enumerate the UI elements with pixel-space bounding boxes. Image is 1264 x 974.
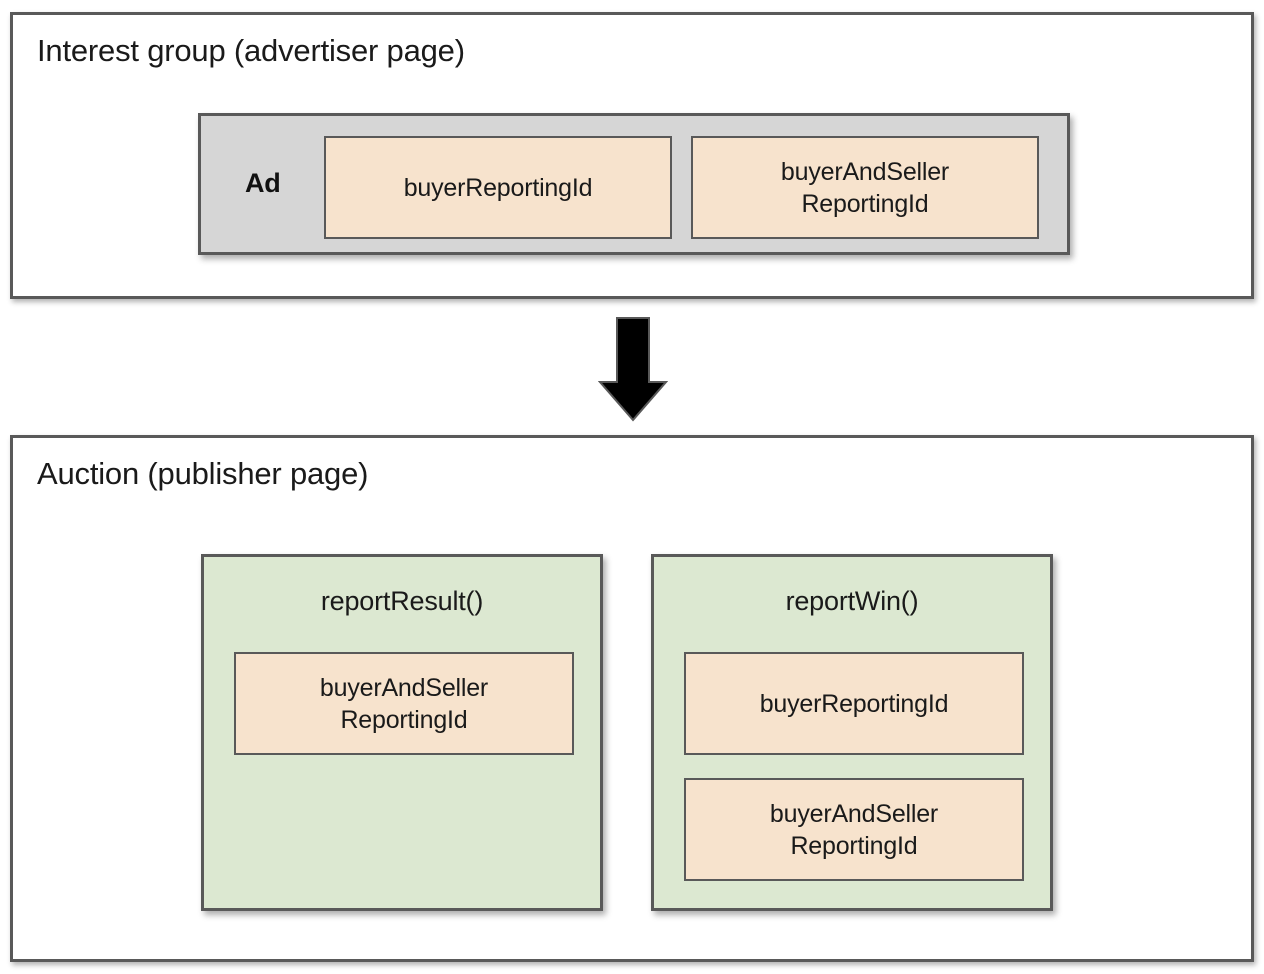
reporting-id-buyer-reporting-id: buyerReportingId	[684, 652, 1024, 755]
section-auction: Auction (publisher page)	[10, 435, 1254, 962]
reporting-id-buyer-reporting-id: buyerReportingId	[324, 136, 672, 239]
function-box-report-win: reportWin() buyerReportingId buyerAndSel…	[651, 554, 1053, 911]
function-name-report-result: reportResult()	[320, 586, 484, 616]
reporting-id-buyer-and-seller-reporting-id: buyerAndSeller ReportingId	[684, 778, 1024, 881]
function-name-report-win: reportWin()	[785, 586, 919, 616]
function-box-report-result: reportResult() buyerAndSeller ReportingI…	[201, 554, 603, 911]
section-title-auction: Auction (publisher page)	[37, 456, 369, 491]
ad-label: Ad	[245, 168, 281, 198]
down-arrow-icon	[598, 316, 668, 422]
ad-container: Ad buyerReportingId buyerAndSeller Repor…	[198, 113, 1070, 255]
reporting-id-buyer-and-seller-reporting-id: buyerAndSeller ReportingId	[691, 136, 1039, 239]
section-interest-group: Interest group (advertiser page) Ad buye…	[10, 12, 1254, 299]
reporting-id-buyer-and-seller-reporting-id: buyerAndSeller ReportingId	[234, 652, 574, 755]
section-title-interest-group: Interest group (advertiser page)	[37, 33, 465, 68]
